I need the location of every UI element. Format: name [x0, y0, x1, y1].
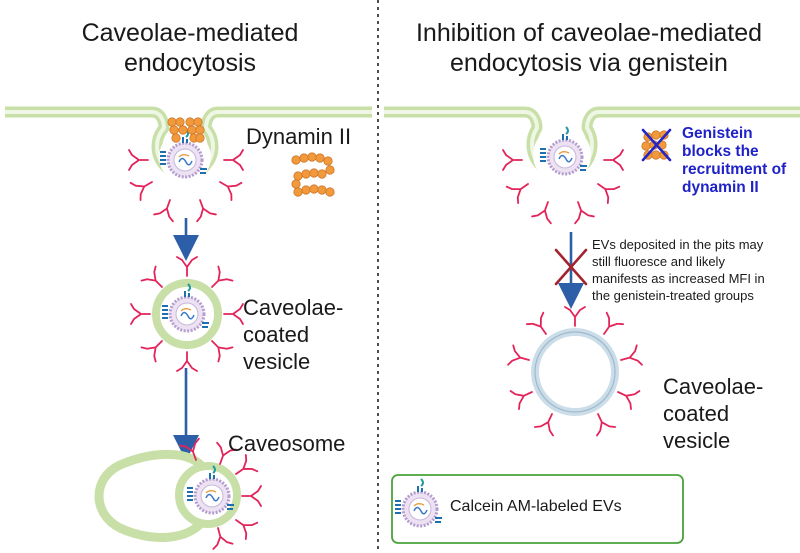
ev-in-pit-left — [158, 128, 211, 183]
dynamin-ii-label: Dynamin II — [246, 124, 352, 149]
genistein-note: Genistein blocks the recruitment of dyna… — [682, 125, 787, 196]
left-panel-title: Caveolae-mediated endocytosis — [81, 19, 299, 77]
dynamin-ii-icon — [291, 152, 335, 197]
caveolae-coated-vesicle-left — [130, 256, 244, 372]
ev-deposition-note: EVs deposited in the pits may still fluo… — [592, 237, 765, 303]
ev-in-pit-right — [533, 125, 591, 184]
blocked-dynamin-icon — [641, 128, 672, 162]
caveolae-coated-vesicle-right — [507, 306, 643, 437]
right-panel-title: Inhibition of caveolae-mediated endocyto… — [415, 19, 763, 77]
caveosome — [94, 437, 262, 550]
block-x-icon — [554, 248, 588, 286]
caveosome-label: Caveosome — [228, 431, 346, 456]
legend-box — [391, 474, 684, 544]
vesicle-label-right: Caveolae- coated vesicle — [663, 374, 764, 453]
vesicle-label-left: Caveolae- coated vesicle — [243, 295, 344, 374]
legend-ev-label: Calcein AM-labeled EVs — [450, 498, 622, 515]
